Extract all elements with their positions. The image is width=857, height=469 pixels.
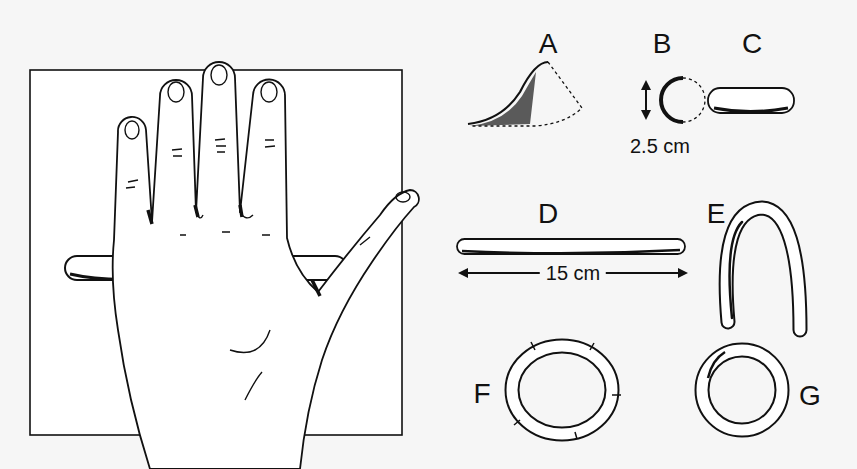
part-letter: G — [799, 382, 821, 410]
hand — [113, 62, 419, 469]
dimension: 15 cm — [540, 263, 606, 283]
dimension: 2.5 cm — [630, 136, 690, 156]
part-letter: A — [539, 30, 558, 58]
part-letter: D — [538, 200, 558, 228]
part-letter: C — [742, 30, 762, 58]
part-letter: E — [707, 200, 726, 228]
shape-f-ring — [512, 342, 621, 439]
shape-a-cone — [468, 62, 582, 126]
shape-e-arch — [726, 208, 800, 330]
shape-g-ring — [702, 350, 782, 430]
part-letter: B — [653, 30, 672, 58]
part-letter: F — [473, 380, 490, 408]
shape-b-ball — [646, 78, 705, 122]
shape-c-roll — [708, 88, 794, 113]
